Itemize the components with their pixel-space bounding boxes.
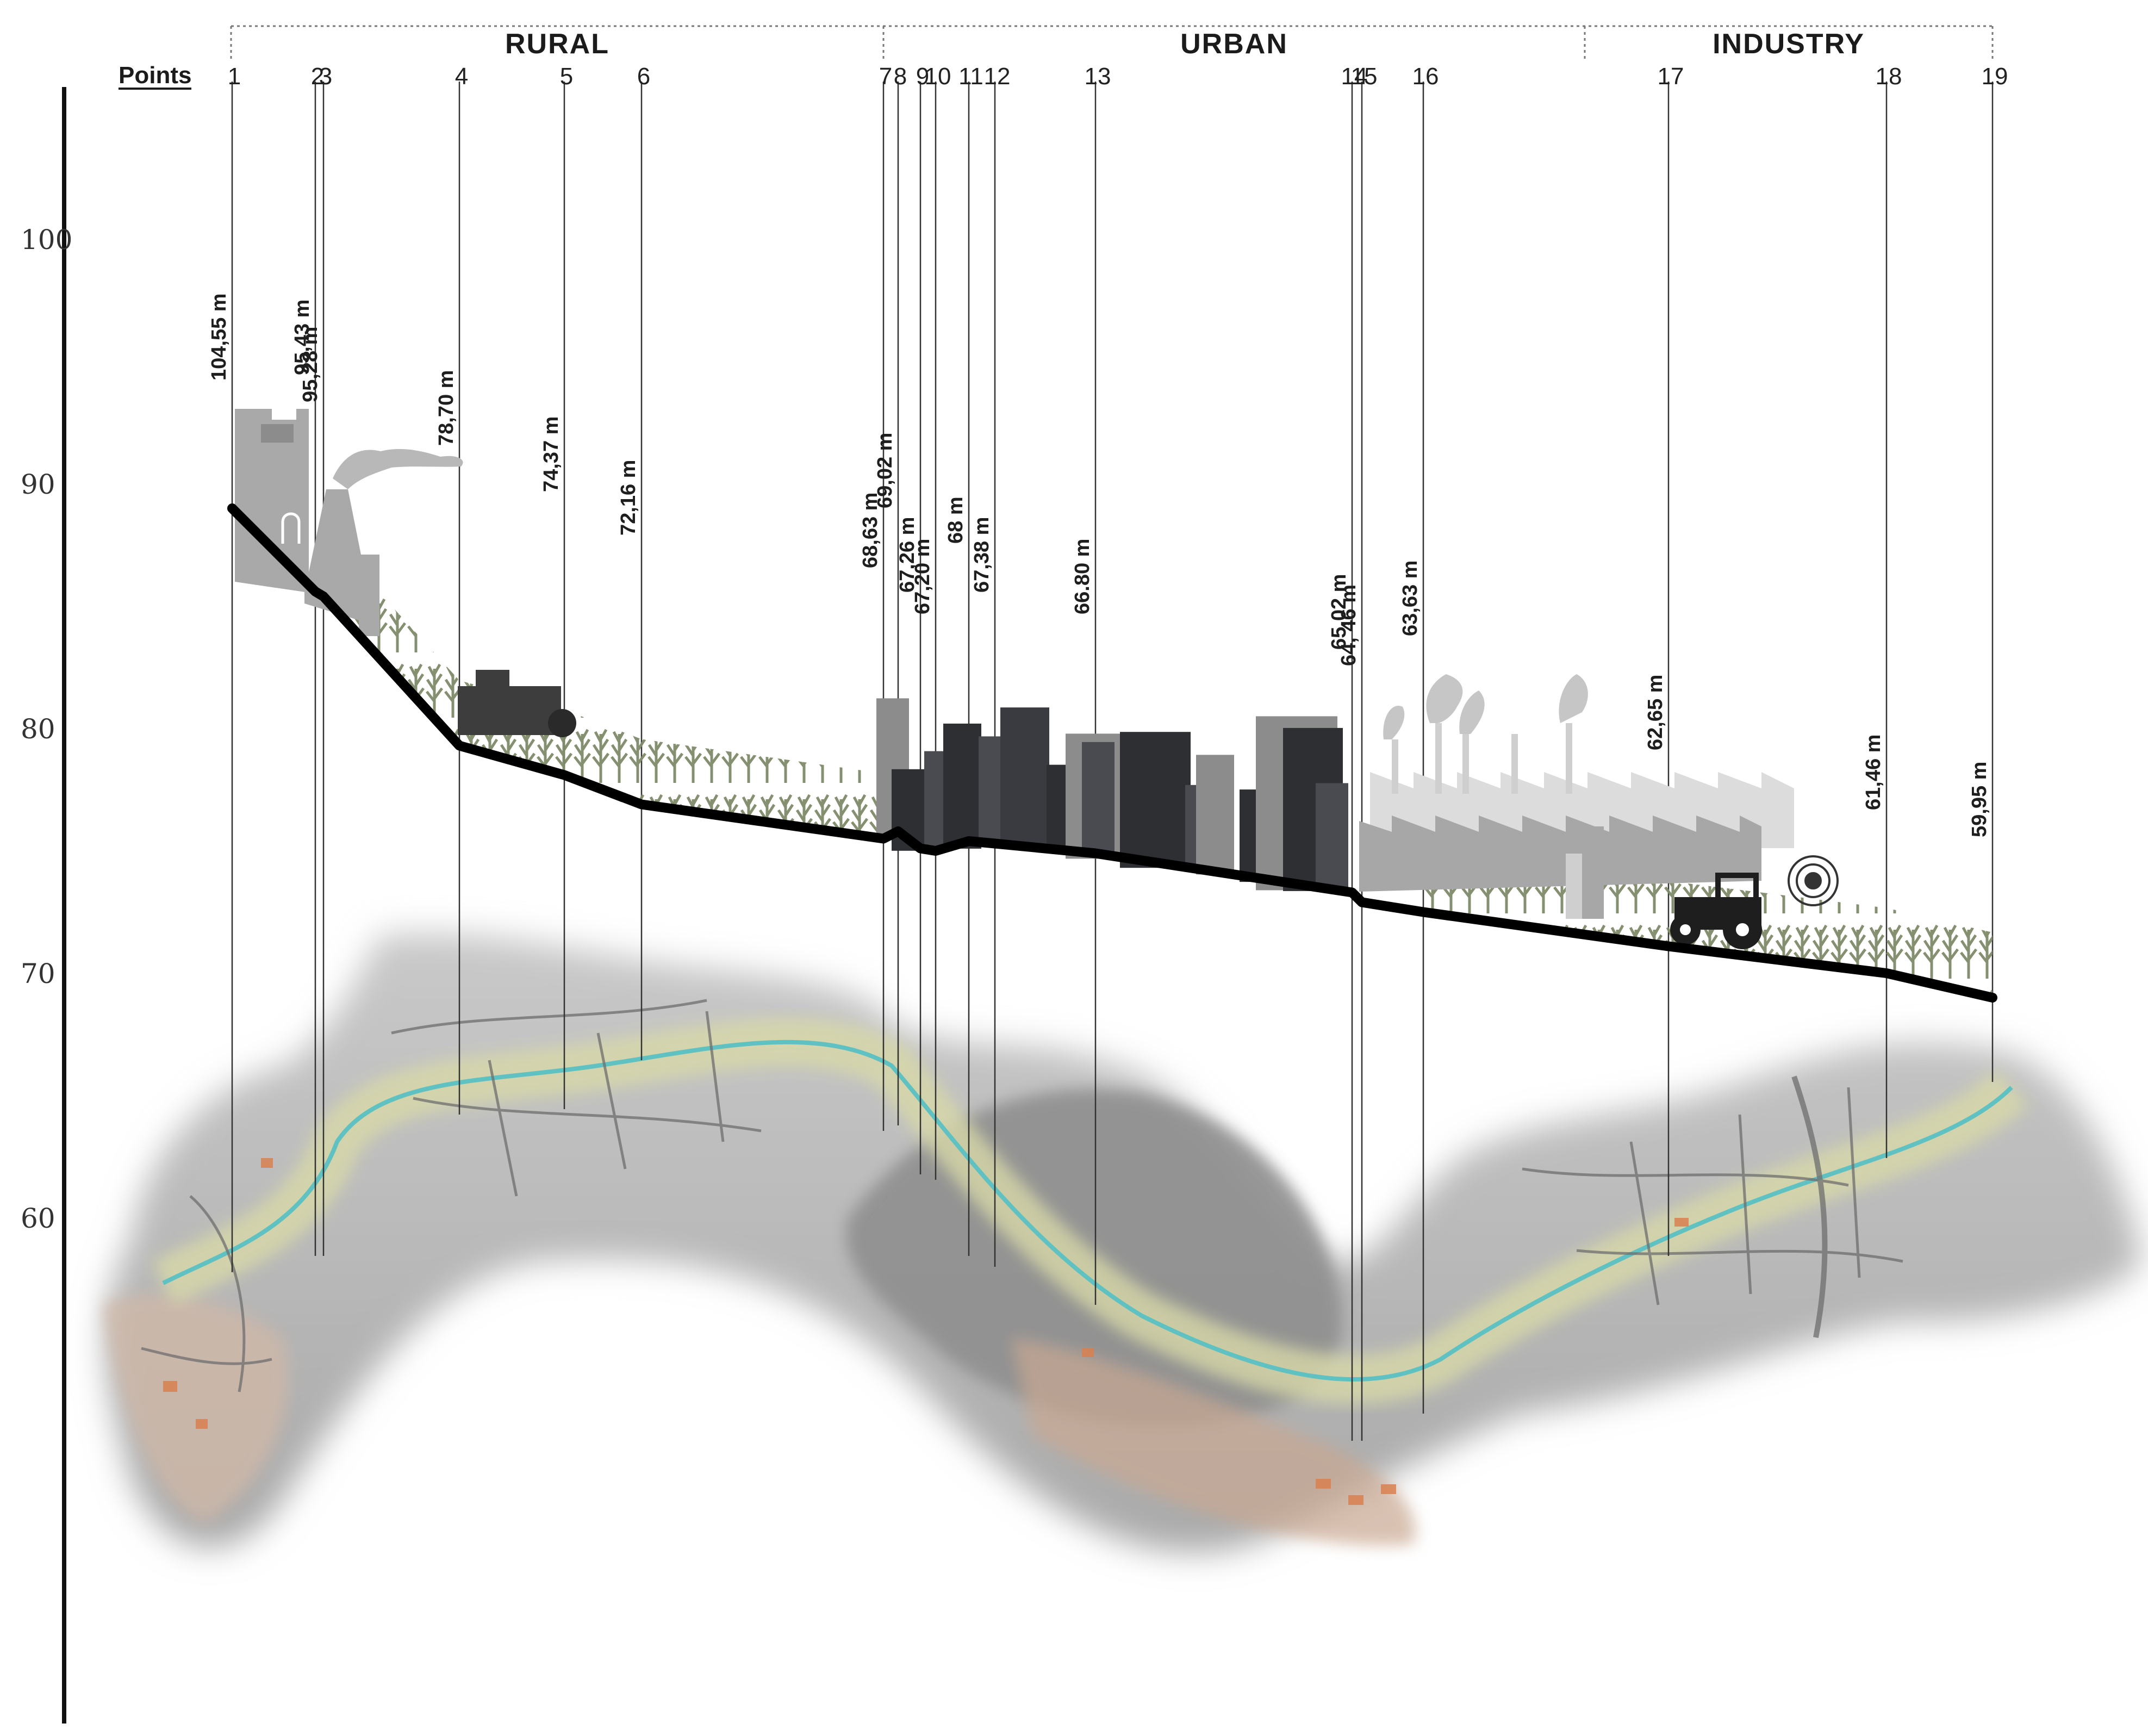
point-number: 8 [894, 63, 907, 90]
window-arch [281, 512, 301, 544]
urban-building [1196, 755, 1234, 875]
y-tick-label: 60 [21, 1203, 55, 1234]
industry-smoke [1383, 674, 1588, 739]
urban-building [1120, 732, 1191, 868]
elevation-label: 68 m [944, 496, 967, 544]
point-number: 15 [1351, 63, 1378, 90]
farm-building [235, 409, 309, 593]
river [162, 1040, 2013, 1382]
elevation-label: 66.80 m [1071, 539, 1094, 614]
point-number: 17 [1658, 63, 1684, 90]
point-number: 19 [1982, 63, 2008, 90]
aerial-map [103, 932, 2142, 1553]
elevation-label: 64, 46 m [1337, 584, 1360, 666]
zone-label-rural: RURAL [505, 28, 609, 60]
tractor-industry [1670, 873, 1762, 949]
point-number: 2 [311, 63, 324, 90]
y-tick-label: 100 [21, 224, 72, 256]
point-number: 3 [319, 63, 332, 90]
elevation-label: 67,38 m [970, 517, 993, 593]
built-area-south [1011, 1337, 1416, 1546]
rural-buildings [235, 409, 463, 636]
elevation-label: 62,65 m [1644, 675, 1667, 750]
y-tick-label: 80 [21, 713, 55, 745]
elevation-label: 104,55 m [208, 293, 231, 381]
elevation-label: 59,95 m [1968, 762, 1991, 837]
zone-header: RURAL URBAN INDUSTRY [230, 25, 1994, 60]
points-title: Points [119, 62, 191, 89]
urban-skyline [876, 698, 1348, 892]
elevation-label: 67,20 m [911, 539, 934, 614]
tractor-rural [458, 670, 576, 737]
sprinkler-icon [1788, 855, 1839, 906]
elevation-label: 69,02 m [874, 433, 896, 508]
elevation-label: 95,28 m [299, 327, 322, 402]
elevation-label: 72,16 m [617, 460, 640, 536]
elevation-label: 67,26 m [896, 517, 919, 593]
point-number: 13 [1085, 63, 1111, 90]
factory-gate [1566, 854, 1582, 919]
point-number: 16 [1412, 63, 1439, 90]
landscape-section [235, 409, 1993, 998]
elevation-label: 95,43 m [291, 300, 314, 375]
point-number: 6 [637, 63, 650, 90]
elevation-label: 65,02 m [1328, 574, 1350, 650]
elevation-label: 61,46 m [1862, 735, 1885, 810]
y-tick-label: 90 [21, 469, 55, 500]
point-number: 11 [958, 63, 983, 90]
elevation-label: 63,63 m [1399, 561, 1422, 636]
point-number: 10 [925, 63, 951, 90]
zone-label-urban: URBAN [1180, 28, 1288, 60]
elevation-label: 78,70 m [435, 370, 458, 446]
point-number: 1 [228, 63, 241, 90]
smoke-plume [333, 449, 463, 489]
map-built-blocks [163, 1158, 1689, 1505]
point-number: 9 [916, 63, 929, 90]
factory-block [1359, 816, 1761, 892]
point-number: 4 [455, 63, 468, 90]
map-roads [141, 999, 1903, 1392]
chimneys [1392, 723, 1572, 794]
point-number: 14 [1341, 63, 1368, 90]
y-tick-label: 70 [21, 958, 55, 990]
industry-factories [1359, 674, 1794, 919]
urban-building [1082, 742, 1115, 856]
elevation-label: 68,63 m [859, 493, 882, 568]
urban-building [1000, 707, 1049, 849]
point-number: 18 [1876, 63, 1902, 90]
urban-building [943, 723, 981, 849]
chimney-block [359, 555, 379, 636]
point-number: 12 [984, 63, 1011, 90]
point-number: 5 [560, 63, 573, 90]
urban-building [1316, 783, 1348, 892]
terrain-profile-line [227, 503, 1997, 1003]
rooftop-block [261, 424, 294, 443]
point-number: 7 [879, 63, 892, 90]
zone-label-industry: INDUSTRY [1713, 28, 1865, 60]
point-guides: 1 104,55 m 2 95,43 m 3 95,28 m 4 78,70 m 5 74,37 … [208, 63, 2008, 1441]
elevation-axis: 100 90 80 70 60 [21, 87, 72, 1723]
elevation-label: 74,37 m [540, 416, 563, 492]
